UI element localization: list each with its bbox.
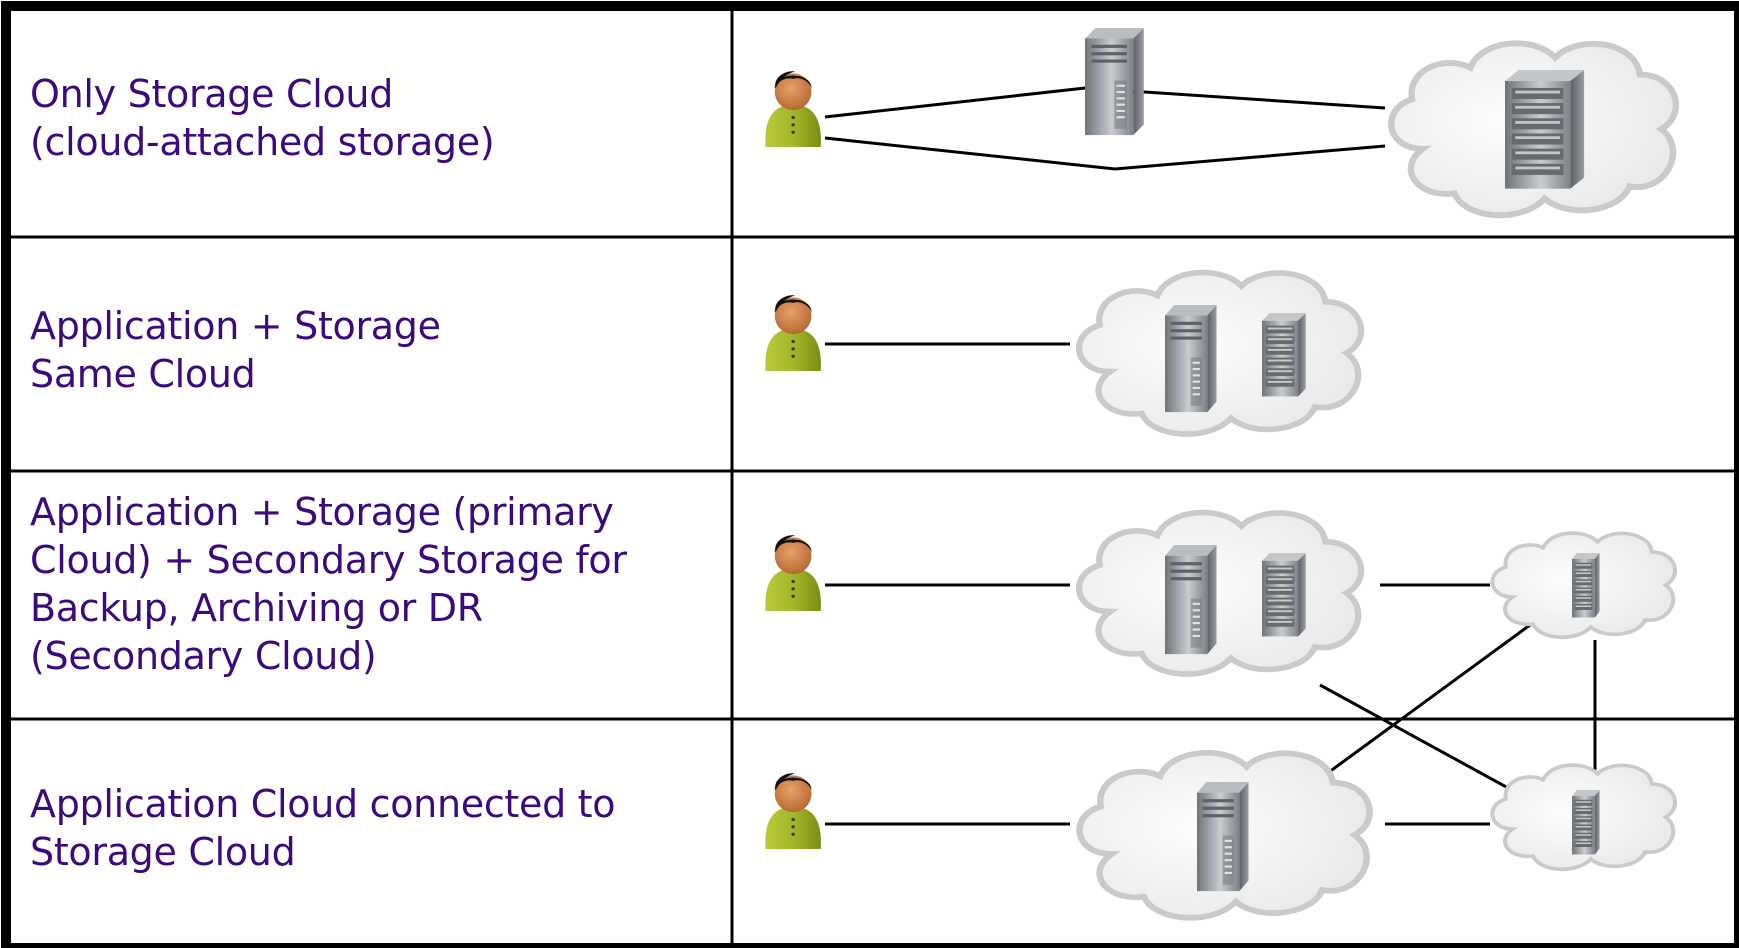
row-3-4-diagram: [765, 513, 1675, 918]
server-tower-icon: [1165, 305, 1217, 413]
connection-line: [824, 136, 1386, 171]
connection-line: [1324, 623, 1531, 777]
connection-line: [1319, 683, 1531, 802]
row-label-line: Application Cloud connected to: [30, 782, 616, 826]
row-label-line: Storage Cloud: [30, 830, 296, 874]
row-label-app-storage-secondary: Application + Storage (primary Cloud) + …: [30, 488, 690, 680]
user-person-icon: [765, 71, 821, 147]
user-person-icon: [765, 773, 821, 849]
server-rack-icon: [1262, 553, 1306, 637]
server-tower-icon: [1085, 28, 1144, 136]
row-1-diagram: [765, 28, 1676, 215]
row-label-line: Application + Storage: [30, 304, 441, 348]
cloud-icon: [1079, 273, 1361, 434]
row-label-line: Cloud) + Secondary Storage for: [30, 538, 627, 582]
server-rack-icon: [1262, 313, 1306, 397]
row-label-line: (Secondary Cloud): [30, 634, 377, 678]
row-label-line: Only Storage Cloud: [30, 72, 394, 116]
server-rack-icon: [1505, 70, 1585, 189]
user-person-icon: [765, 535, 821, 611]
row-label-line: Same Cloud: [30, 352, 256, 396]
row-2-diagram: [765, 273, 1361, 434]
row-label-line: Backup, Archiving or DR: [30, 586, 483, 630]
row-label-app-storage-same: Application + Storage Same Cloud: [30, 302, 690, 398]
row-label-line: (cloud-attached storage): [30, 120, 495, 164]
cloud-icon: [1079, 513, 1361, 674]
user-person-icon: [765, 295, 821, 371]
server-rack-icon: [1572, 553, 1600, 618]
server-tower-icon: [1197, 782, 1249, 892]
server-tower-icon: [1165, 545, 1217, 655]
row-label-app-cloud-connected: Application Cloud connected to Storage C…: [30, 780, 690, 876]
row-label-only-storage: Only Storage Cloud (cloud-attached stora…: [30, 70, 690, 166]
server-rack-icon: [1572, 790, 1600, 855]
row-label-line: Application + Storage (primary: [30, 490, 614, 534]
